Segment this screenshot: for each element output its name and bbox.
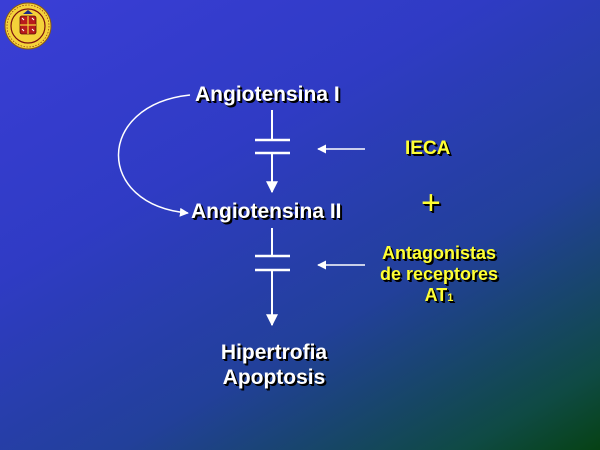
arb-line-3-subscript: 1 (447, 292, 454, 304)
node-angiotensina-2: Angiotensina II (191, 200, 342, 223)
label-arb: Antagonistas de receptores AT1 (368, 243, 510, 309)
label-ieca: IECA (405, 138, 451, 159)
outcome-line-1: Hipertrofia (220, 341, 328, 364)
university-seal-icon (4, 2, 52, 50)
arb-line-3: AT1 (368, 285, 510, 309)
arb-line-3-main: AT (424, 285, 448, 305)
arb-line-1: Antagonistas (381, 243, 496, 263)
outcome-line-2: Apoptosis (222, 366, 326, 389)
node-angiotensina-1: Angiotensina I (195, 83, 340, 106)
node-outcome: Hipertrofia Apoptosis (200, 340, 348, 390)
bypass-curve-arrow (117, 94, 191, 217)
plus-sign: + (421, 184, 441, 222)
arb-line-2: de receptores (379, 264, 499, 284)
